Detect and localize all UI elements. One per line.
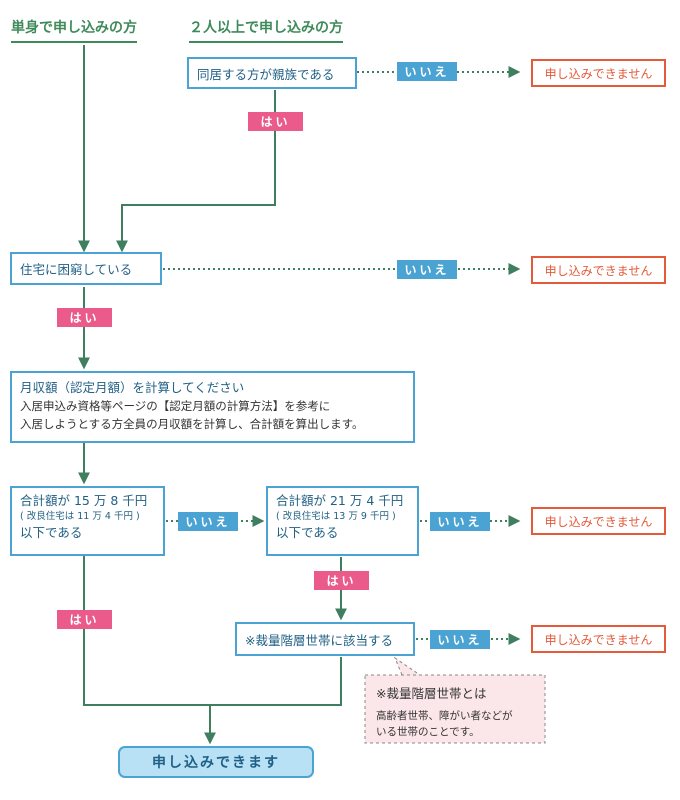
node-limit1-tail: 以下である xyxy=(20,525,83,540)
node-discretion: ※裁量階層世帯に該当する xyxy=(235,622,415,656)
tag-no-housing: いいえ xyxy=(397,260,457,279)
connector-limit1-to-final xyxy=(83,555,342,706)
node-relative-label: 同居する方が親族である xyxy=(197,66,335,82)
node-limit1-sub: ( 改良住宅は 11 万 4 千円 ) xyxy=(20,511,140,522)
note-box: ※裁量階層世帯とは 高齢者世帯、障がい者などが いる世帯のことです。 xyxy=(376,683,541,740)
node-discretion-label: ※裁量階層世帯に該当する xyxy=(245,632,393,648)
tag-yes-limit1: はい xyxy=(57,610,112,629)
note-bubble xyxy=(364,656,546,744)
node-limit2-sub: ( 改良住宅は 13 万 9 千円 ) xyxy=(276,511,396,522)
node-limit1: 合計額が 15 万 8 千円 ( 改良住宅は 11 万 4 千円 ) 以下である xyxy=(10,486,165,556)
note-line1: 高齢者世帯、障がい者などが xyxy=(376,710,513,722)
node-limit2-main: 合計額が 21 万 4 千円 xyxy=(276,493,404,508)
tag-yes-relative: はい xyxy=(248,112,303,131)
tag-no-limit1: いいえ xyxy=(178,512,238,531)
node-calc-line1: 入居申込み資格等ページの【認定月額の計算方法】を参考に xyxy=(20,399,331,413)
reject-discretion: 申し込みできません xyxy=(531,625,666,653)
tag-no-discretion: いいえ xyxy=(430,630,490,649)
tag-no-relative: いいえ xyxy=(397,62,457,81)
node-limit2: 合計額が 21 万 4 千円 ( 改良住宅は 13 万 9 千円 ) 以下である xyxy=(266,486,419,556)
node-calc: 月収額（認定月額）を計算してください 入居申込み資格等ページの【認定月額の計算方… xyxy=(10,371,415,443)
final-result: 申し込みできます xyxy=(118,746,314,778)
reject-relative: 申し込みできません xyxy=(531,59,666,87)
note-title: ※裁量階層世帯とは xyxy=(376,686,487,701)
connector-relative-to-housing xyxy=(116,90,276,253)
reject-limit2: 申し込みできません xyxy=(531,507,666,535)
note-line2: いる世帯のことです。 xyxy=(376,726,480,738)
node-housing-label: 住宅に困窮している xyxy=(20,262,133,277)
node-calc-line2: 入居しようとする方全員の月収額を計算し、合計額を算出します。 xyxy=(20,417,364,431)
node-limit2-tail: 以下である xyxy=(276,525,339,540)
reject-housing: 申し込みできません xyxy=(531,256,666,284)
tag-yes-limit2: はい xyxy=(314,571,369,590)
node-housing: 住宅に困窮している xyxy=(10,252,162,285)
heading-single: 単身で申し込みの方 xyxy=(11,17,137,43)
tag-no-limit2: いいえ xyxy=(430,512,490,531)
node-calc-title: 月収額（認定月額）を計算してください xyxy=(20,380,245,395)
tag-yes-housing: はい xyxy=(57,308,112,327)
heading-multi: ２人以上で申し込みの方 xyxy=(189,17,343,43)
node-limit1-main: 合計額が 15 万 8 千円 xyxy=(20,493,148,508)
node-relative: 同居する方が親族である xyxy=(187,57,357,89)
